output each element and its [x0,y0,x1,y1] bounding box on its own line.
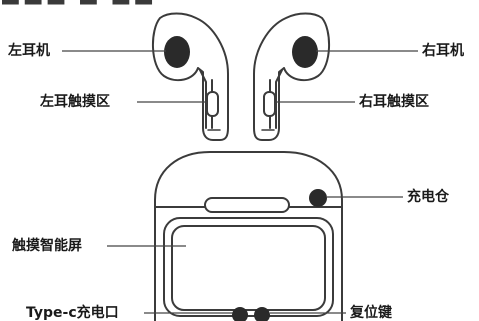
label-touch-screen: 触摸智能屏 [12,238,82,254]
charging-case [154,151,343,321]
reset-button-dot [254,307,270,321]
left-speaker-dot [164,36,190,68]
left-earbud [151,12,229,141]
case-hinge-slot [204,197,290,213]
typec-port-dot [232,307,248,321]
touch-screen-outer [163,217,334,317]
right-speaker-dot [292,36,318,68]
right-touch-area [263,91,276,117]
label-charging-case: 充电仓 [407,189,449,205]
right-earbud [253,12,331,141]
label-left-earbud: 左耳机 [8,43,50,59]
label-right-earbud: 右耳机 [422,43,464,59]
label-left-touch: 左耳触摸区 [40,94,110,110]
touch-screen-inner [171,225,326,311]
left-touch-area [206,91,219,117]
case-indicator-dot [309,189,327,207]
label-right-touch: 右耳触摸区 [359,94,429,110]
cropped-title: ▬▬▬ ▬ ▬▬ [0,0,156,11]
label-reset-button: 复位键 [350,305,392,321]
label-typec-port: Type-c充电口 [26,305,119,321]
